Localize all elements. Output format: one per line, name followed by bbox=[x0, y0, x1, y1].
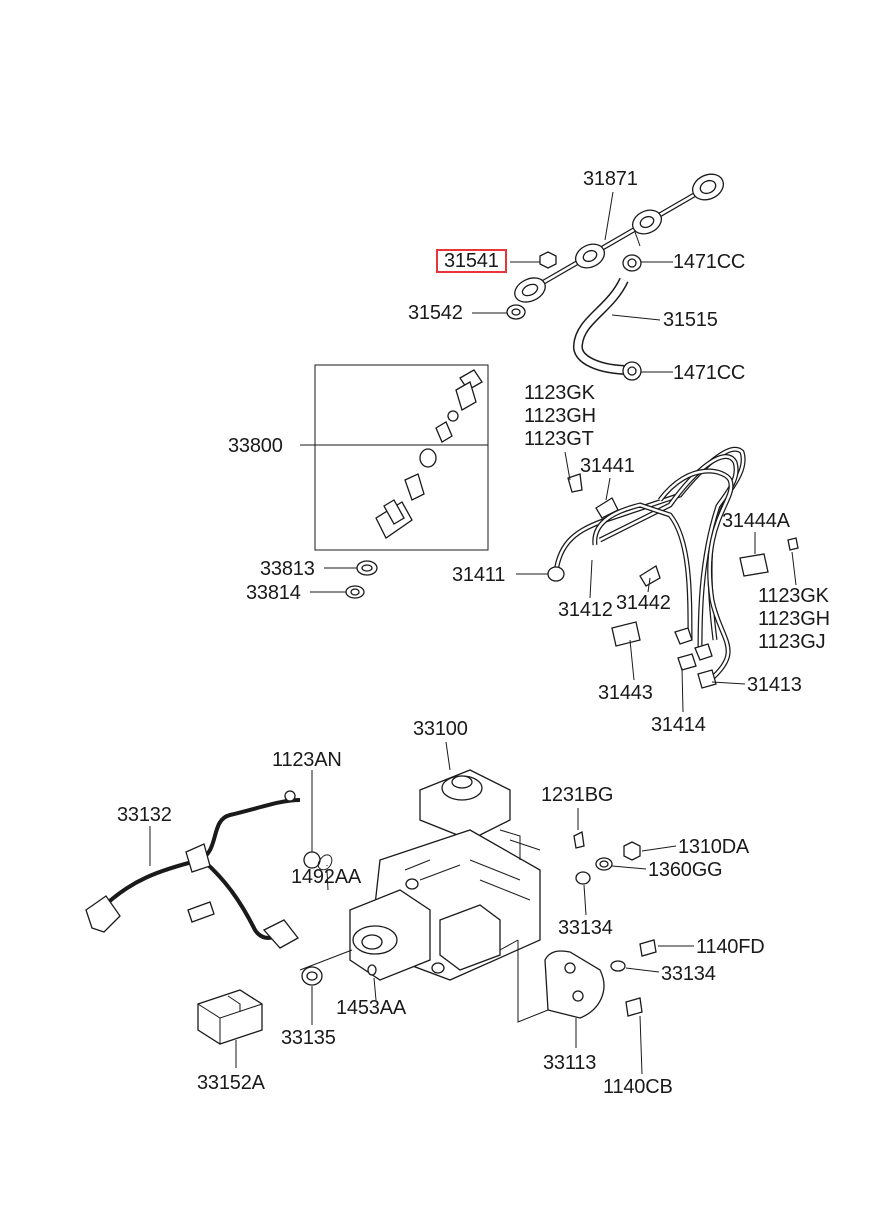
part-label-1123an: 1123AN bbox=[272, 749, 342, 771]
fuel-hose bbox=[573, 277, 642, 381]
part-label-31515: 31515 bbox=[663, 309, 718, 331]
part-label-31412: 31412 bbox=[558, 599, 613, 621]
part-label-31871: 31871 bbox=[583, 168, 638, 190]
part-label-1471cc-top: 1471CC bbox=[673, 251, 746, 273]
part-label-1123gh-a: 1123GH bbox=[524, 405, 596, 427]
part-label-33100: 33100 bbox=[413, 718, 468, 740]
part-label-33135: 33135 bbox=[281, 1027, 336, 1049]
wiring-harness bbox=[85, 790, 301, 949]
part-label-1123gt: 1123GT bbox=[524, 428, 594, 450]
part-label-1123gj: 1123GJ bbox=[758, 631, 826, 653]
return-pipe-assembly bbox=[506, 173, 725, 320]
part-label-33134-b: 33134 bbox=[661, 963, 716, 985]
part-label-31541[interactable]: 31541 bbox=[436, 249, 507, 273]
part-label-1453aa: 1453AA bbox=[336, 997, 406, 1019]
part-label-1123gh-b: 1123GH bbox=[758, 608, 830, 630]
part-label-31444a: 31444A bbox=[722, 510, 790, 532]
part-label-1140cb: 1140CB bbox=[603, 1076, 673, 1098]
part-label-33814: 33814 bbox=[246, 582, 301, 604]
part-label-31441: 31441 bbox=[580, 455, 635, 477]
injector-assembly-box bbox=[300, 364, 489, 551]
part-label-1492aa: 1492AA bbox=[291, 866, 361, 888]
pump-bracket bbox=[499, 939, 605, 1023]
part-label-33134-a: 33134 bbox=[558, 917, 613, 939]
part-label-31442: 31442 bbox=[616, 592, 671, 614]
part-label-33113: 33113 bbox=[543, 1052, 597, 1074]
part-label-31413: 31413 bbox=[747, 674, 802, 696]
part-label-1471cc-bottom: 1471CC bbox=[673, 362, 746, 384]
part-label-31542: 31542 bbox=[408, 302, 463, 324]
injection-pipes bbox=[547, 446, 799, 689]
leader-lines bbox=[149, 191, 797, 1075]
part-label-1360gg: 1360GG bbox=[648, 859, 723, 881]
part-label-1123gk-b: 1123GK bbox=[758, 585, 829, 607]
part-label-33132: 33132 bbox=[117, 804, 172, 826]
part-label-1310da: 1310DA bbox=[678, 836, 750, 858]
part-label-1140fd: 1140FD bbox=[696, 936, 765, 958]
connector-block bbox=[197, 989, 263, 1045]
part-label-33800: 33800 bbox=[228, 435, 283, 457]
part-label-31411: 31411 bbox=[452, 564, 506, 586]
part-label-31443: 31443 bbox=[598, 682, 653, 704]
part-label-33813: 33813 bbox=[260, 558, 315, 580]
part-label-31414: 31414 bbox=[651, 714, 706, 736]
injection-pump bbox=[299, 769, 541, 981]
part-label-1123gk-a: 1123GK bbox=[524, 382, 595, 404]
part-label-1231bg: 1231BG bbox=[541, 784, 614, 806]
part-label-33152a: 33152A bbox=[197, 1072, 265, 1094]
